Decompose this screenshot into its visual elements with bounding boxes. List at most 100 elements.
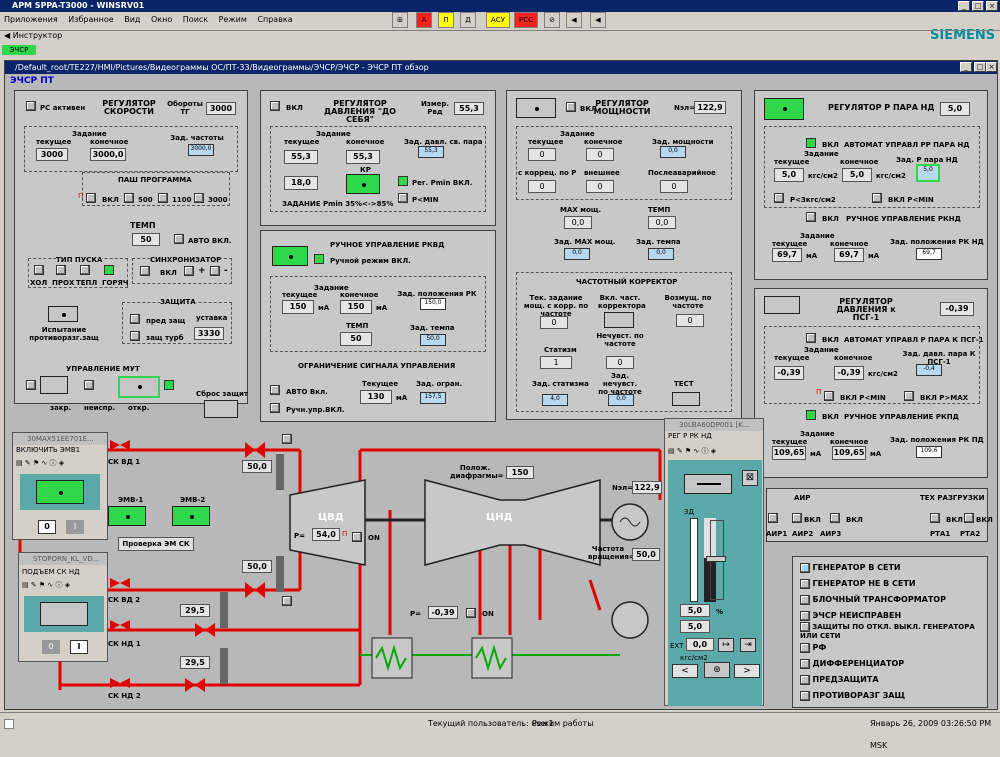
reg-slider-handle[interactable]	[706, 556, 726, 562]
freq-zadn-control[interactable]: 0,0	[608, 394, 634, 406]
sound-icon[interactable]: ◀	[590, 12, 606, 28]
rkpd-pos-control[interactable]: 109,6	[916, 446, 942, 458]
freq-vkl-device[interactable]	[604, 312, 634, 328]
alarm-item[interactable]: ГЕНЕРАТОР НЕ В СЕТИ	[800, 576, 916, 592]
horn-icon[interactable]: ◀	[566, 12, 582, 28]
power-device[interactable]	[516, 98, 556, 118]
rta1-button[interactable]	[930, 513, 940, 523]
manual-ctrl-button[interactable]	[270, 403, 280, 413]
hmi-maximize-button[interactable]: □	[974, 62, 986, 72]
pressure-vkl-button[interactable]	[270, 101, 280, 111]
power-vkl-button[interactable]	[566, 102, 576, 112]
maximize-button[interactable]: □	[972, 1, 984, 11]
hmi-close-button[interactable]: ×	[986, 62, 997, 72]
start-gor-button[interactable]	[104, 265, 114, 275]
close-button[interactable]: ×	[986, 1, 998, 11]
reg-close-icon[interactable]: ⊠	[742, 470, 758, 486]
reg-right-button[interactable]: >	[734, 664, 760, 678]
echsr-tab[interactable]: ЭЧСР	[2, 45, 36, 55]
psg-device[interactable]	[764, 296, 800, 314]
limit-setpoint-control[interactable]: 157,5	[420, 392, 446, 404]
reg-stop-icon[interactable]: ⊛	[704, 662, 730, 678]
limit-auto-button[interactable]	[270, 385, 280, 395]
sknd-popup-device[interactable]	[40, 602, 88, 626]
asu-button[interactable]: АСУ	[486, 12, 510, 28]
freq-setpoint-control[interactable]: 3000,0	[188, 144, 214, 156]
start-hol-button[interactable]	[34, 265, 44, 275]
power-zadt-control[interactable]: 0,0	[648, 248, 674, 260]
menu-item[interactable]: Приложения	[4, 15, 58, 24]
popup-emv1-off-button[interactable]: 0	[38, 520, 56, 534]
check-emsk-button[interactable]: Проверка ЭМ СК	[118, 537, 194, 551]
alarm-item[interactable]: ЗАЩИТЫ ПО ОТКЛ. ВЫКЛ. ГЕНЕРАТОРА ИЛИ СЕТ…	[800, 622, 975, 640]
alarm-item[interactable]: ГЕНЕРАТОР В СЕТИ	[800, 560, 901, 576]
menu-item[interactable]: Вид	[124, 15, 141, 24]
kr-device[interactable]	[346, 174, 380, 194]
psg-zadd-control[interactable]: -0,4	[916, 364, 942, 376]
pash-500-button[interactable]	[124, 193, 134, 203]
power-zadmax-control[interactable]: 0,0	[564, 248, 590, 260]
reg-ext-icon[interactable]: ⇥	[740, 638, 756, 652]
pss-button[interactable]: РСС	[514, 12, 538, 28]
menu-item[interactable]: Поиск	[182, 15, 209, 24]
auto-on-button[interactable]	[174, 234, 184, 244]
rknd-vkl-button[interactable]	[806, 212, 816, 222]
minimize-button[interactable]: _	[958, 1, 970, 11]
steam-setpoint-control[interactable]: 55,3	[418, 146, 444, 158]
sync-minus-button[interactable]	[210, 266, 220, 276]
test-button[interactable]	[672, 392, 700, 406]
emv1-popup-device[interactable]	[36, 480, 84, 504]
pash-1100-button[interactable]	[158, 193, 168, 203]
reg-left-button[interactable]: <	[672, 664, 698, 678]
turbine-protection-button[interactable]	[130, 331, 140, 341]
menu-item[interactable]: Окно	[150, 15, 173, 24]
rkvd-pos-control[interactable]: 150,0	[420, 298, 446, 310]
alarm-p-button[interactable]: П	[438, 12, 454, 28]
pash-vkl-button[interactable]	[86, 193, 96, 203]
statism-setpoint-control[interactable]: 4,0	[542, 394, 568, 406]
alarm-item[interactable]: ДИФФЕРЕНЦИАТОР	[800, 656, 904, 672]
reset-button[interactable]	[204, 400, 238, 418]
popup-sknd-on-button[interactable]: I	[70, 640, 88, 654]
pash-3000-button[interactable]	[194, 193, 204, 203]
reg-apply-icon[interactable]: ↦	[718, 638, 734, 652]
alarm-item[interactable]: ПРЕДЗАЩИТА	[800, 672, 879, 688]
test-valve-icon[interactable]	[48, 306, 78, 322]
alarm-item[interactable]: ПРОТИВОРАЗГ ЗАЩ	[800, 688, 905, 704]
alarm-item[interactable]: ЭЧСР НЕИСПРАВЕН	[800, 608, 901, 624]
popup-sknd-off-button[interactable]: 0	[42, 640, 60, 654]
sync-vkl-button[interactable]	[140, 266, 150, 276]
psg-vkl-button[interactable]	[806, 333, 816, 343]
hmi-minimize-button[interactable]: _	[960, 62, 972, 72]
power-zadm-control[interactable]: 0,0	[660, 146, 686, 158]
rkvd-temp-control[interactable]: 50,0	[420, 334, 446, 346]
air2-button[interactable]	[792, 513, 802, 523]
start-tepl-button[interactable]	[80, 265, 90, 275]
air3-button[interactable]	[830, 513, 840, 523]
start-proh-button[interactable]	[56, 265, 66, 275]
pre-protection-button[interactable]	[130, 314, 140, 324]
mut-close-button[interactable]	[40, 376, 68, 394]
pnd-vkl-indicator[interactable]	[806, 138, 816, 148]
sync-plus-button[interactable]	[184, 266, 194, 276]
emv2-device[interactable]	[172, 506, 210, 526]
rta2-button[interactable]	[964, 513, 974, 523]
pnd-device[interactable]	[764, 98, 804, 120]
manual-mode-device[interactable]	[272, 246, 308, 266]
popup-emv1-on-button[interactable]: I	[66, 520, 84, 534]
mut-open-button[interactable]	[118, 376, 160, 398]
reg-mode-device[interactable]	[684, 474, 732, 494]
menu-item[interactable]: Справка	[257, 15, 293, 24]
rknd-pos-control[interactable]: 69,7	[916, 248, 942, 260]
air1-button[interactable]	[768, 513, 778, 523]
menu-item[interactable]: Режим	[218, 15, 247, 24]
mut-close-small[interactable]	[26, 380, 36, 390]
ack-icon[interactable]: ⊘	[544, 12, 560, 28]
network-icon[interactable]: ⊞	[392, 12, 408, 28]
pnd-zadp-control[interactable]: 5,0	[916, 164, 940, 182]
rkpd-vkl-indicator[interactable]	[806, 410, 816, 420]
sound-small-icon[interactable]: ◀	[4, 31, 11, 40]
alarm-a-button[interactable]: А	[416, 12, 432, 28]
emv1-device[interactable]	[108, 506, 146, 526]
alarm-item[interactable]: РФ	[800, 640, 826, 656]
